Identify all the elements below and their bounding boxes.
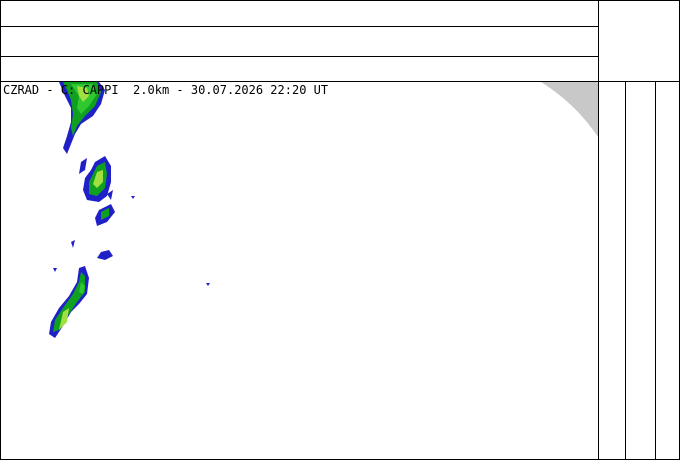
header-divider-3 — [1, 81, 679, 82]
side-column-1 — [599, 82, 625, 459]
header-row-2 — [1, 27, 598, 56]
side-column-3 — [656, 82, 679, 459]
header-divider-2 — [1, 56, 598, 57]
side-column-divider-1 — [625, 82, 626, 459]
side-column-divider-2 — [655, 82, 656, 459]
header-row-1 — [1, 1, 598, 26]
header-row-3 — [1, 57, 598, 81]
side-column-2 — [626, 82, 655, 459]
radar-map[interactable] — [1, 82, 598, 459]
map-right-border — [598, 1, 599, 459]
echo-cell-south — [49, 196, 210, 338]
echo-cell-central — [71, 156, 115, 260]
radar-echo-layer — [49, 82, 598, 338]
out-of-range-area — [541, 82, 598, 137]
header-divider-1 — [1, 26, 598, 27]
radar-caption: CZRAD - C: CAPPI 2.0km - 30.07.2026 22:2… — [3, 83, 329, 97]
echo-cell-north — [59, 82, 105, 154]
